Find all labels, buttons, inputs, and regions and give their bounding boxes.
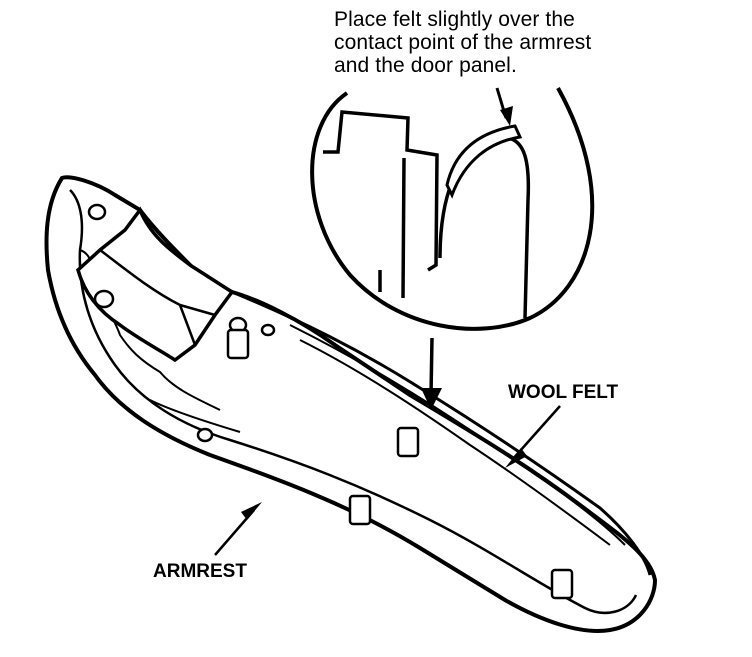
clip-tab (348, 494, 372, 526)
instruction-callout: Place felt slightly over the contact poi… (334, 8, 654, 77)
callout-line-1: Place felt slightly over the (334, 8, 575, 31)
armrest-top-rail (231, 290, 652, 576)
clip-boss (93, 289, 115, 309)
clip-boss (260, 323, 276, 337)
detail-circle (310, 87, 595, 331)
detail-felt (445, 124, 523, 199)
clip-tab (550, 568, 574, 600)
wool-felt-strip (289, 324, 626, 546)
clip-tab (396, 426, 420, 458)
wool-felt-leader-head (505, 448, 527, 468)
detail-to-part-arrow-line (429, 337, 434, 396)
armrest-bracket-face (99, 249, 216, 346)
detail-panel-edge (378, 157, 406, 299)
clip-boss (196, 427, 214, 443)
armrest-bracket (76, 206, 235, 363)
callout-line-3: and the door panel. (334, 54, 517, 77)
mounting-clips (87, 203, 574, 600)
callout-line-2: contact point of the armrest (334, 31, 592, 54)
armrest-label: ARMREST (153, 561, 247, 582)
clip-tab (226, 328, 250, 360)
callout-pointer-head (500, 106, 513, 126)
clip-boss (87, 203, 107, 221)
armrest-channel (299, 339, 611, 546)
wool-felt-label: WOOL FELT (508, 382, 619, 403)
detail-door-panel (323, 110, 439, 272)
armrest-leader-head (241, 502, 262, 520)
